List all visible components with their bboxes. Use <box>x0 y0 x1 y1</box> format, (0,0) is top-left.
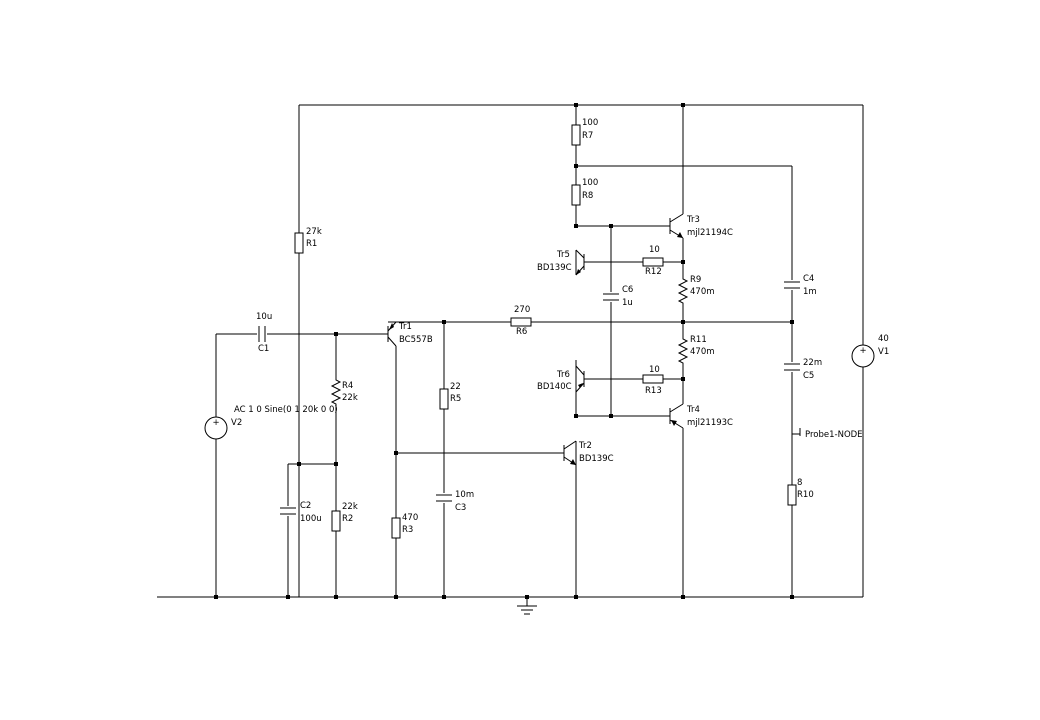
r1-value-label: 27k <box>306 227 322 237</box>
transistor-tr5-symbol <box>575 249 585 276</box>
r8-value-label: 100 <box>582 178 598 188</box>
resistor-r11[interactable] <box>677 336 689 368</box>
r9-ref-label: R9 <box>690 275 701 285</box>
c3-value-label: 10m <box>455 490 474 500</box>
r12-ref-label: R12 <box>645 267 662 277</box>
r2-value-label: 22k <box>342 502 358 512</box>
resistor-r13[interactable] <box>642 374 664 384</box>
c4-ref-label: C4 <box>803 274 814 284</box>
r11-value-label: 470m <box>690 347 715 357</box>
resistor-r5[interactable] <box>439 388 449 410</box>
r13-value-label: 10 <box>649 365 660 375</box>
v2-ref-label: V2 <box>231 418 242 428</box>
transistor-tr6-symbol <box>575 365 585 393</box>
r8-ref-label: R8 <box>582 191 593 201</box>
probe-label: Probe1-NODE <box>805 430 863 440</box>
junctions <box>214 103 794 599</box>
source-plus-icon: + <box>212 418 219 428</box>
resistor-r1[interactable] <box>294 232 304 254</box>
c2-value-label: 100u <box>300 514 322 524</box>
v1-ref-label: V1 <box>878 347 889 357</box>
r6-ref-label: R6 <box>516 327 527 337</box>
tr4-ref-label: Tr4 <box>686 405 700 415</box>
transistor-tr1-symbol <box>387 321 397 347</box>
c1-ref-label: C1 <box>258 344 269 354</box>
r3-ref-label: R3 <box>402 525 413 535</box>
resistor-r9[interactable] <box>677 276 689 308</box>
c5-ref-label: C5 <box>803 371 814 381</box>
r4-value-label: 22k <box>342 393 358 403</box>
tr3-ref-label: Tr3 <box>686 215 700 225</box>
v1-value-label: 40 <box>878 334 889 344</box>
r10-value-label: 8 <box>797 478 802 488</box>
capacitor-c5[interactable] <box>784 362 800 372</box>
r5-ref-label: R5 <box>450 394 461 404</box>
tr5-model-label: BD139C <box>537 263 572 273</box>
resistor-r10[interactable] <box>787 484 797 506</box>
capacitor-c6[interactable] <box>603 292 619 302</box>
voltage-source-v1[interactable]: + <box>851 344 875 368</box>
transistor-tr4-symbol <box>669 403 684 429</box>
tr1-model-label: BC557B <box>399 335 433 345</box>
capacitor-c4[interactable] <box>784 280 800 290</box>
tr3-model-label: mjl21194C <box>687 228 733 238</box>
r5-value-label: 22 <box>450 382 461 392</box>
c4-value-label: 1m <box>803 287 817 297</box>
tr6-model-label: BD140C <box>537 382 572 392</box>
resistor-r12[interactable] <box>642 257 664 267</box>
transistor-tr3-symbol <box>669 213 684 239</box>
tr1-ref-label: Tr1 <box>398 322 412 332</box>
r7-ref-label: R7 <box>582 131 593 141</box>
ground-icon <box>517 597 537 615</box>
tr2-ref-label: Tr2 <box>578 441 592 451</box>
resistor-r3[interactable] <box>391 517 401 539</box>
r12-value-label: 10 <box>649 245 660 255</box>
capacitor-c2[interactable] <box>280 506 296 516</box>
r7-value-label: 100 <box>582 118 598 128</box>
r4-ref-label: R4 <box>342 381 353 391</box>
r9-value-label: 470m <box>690 287 715 297</box>
resistor-r6[interactable] <box>510 317 532 327</box>
resistor-r4[interactable] <box>330 377 342 409</box>
resistor-r2[interactable] <box>331 510 341 532</box>
c2-ref-label: C2 <box>300 501 311 511</box>
r13-ref-label: R13 <box>645 386 662 396</box>
c6-value-label: 1u <box>622 298 633 308</box>
resistor-r7[interactable] <box>571 124 581 146</box>
c6-ref-label: C6 <box>622 285 633 295</box>
tr2-model-label: BD139C <box>579 454 614 464</box>
transistor-tr2-symbol <box>563 440 577 466</box>
c5-value-label: 22m <box>803 358 822 368</box>
tr6-ref-label: Tr6 <box>556 370 570 380</box>
capacitor-c1[interactable] <box>257 326 267 342</box>
r10-ref-label: R10 <box>797 490 814 500</box>
tr4-model-label: mjl21193C <box>687 418 733 428</box>
c1-value-label: 10u <box>256 312 272 322</box>
c3-ref-label: C3 <box>455 503 466 513</box>
voltage-source-v2[interactable]: + <box>204 416 228 440</box>
labels: 27k R1 10u C1 R4 22k AC 1 0 Sine(0 1 20k… <box>231 118 889 535</box>
resistor-r8[interactable] <box>571 184 581 206</box>
v2-value-label: AC 1 0 Sine(0 1 20k 0 0) <box>234 405 338 415</box>
tr5-ref-label: Tr5 <box>556 250 570 260</box>
r11-ref-label: R11 <box>690 335 707 345</box>
capacitor-c3[interactable] <box>436 493 452 503</box>
r2-ref-label: R2 <box>342 514 353 524</box>
r6-value-label: 270 <box>514 305 530 315</box>
source-plus-icon: + <box>859 346 866 356</box>
r3-value-label: 470 <box>402 513 418 523</box>
r1-ref-label: R1 <box>306 239 317 249</box>
